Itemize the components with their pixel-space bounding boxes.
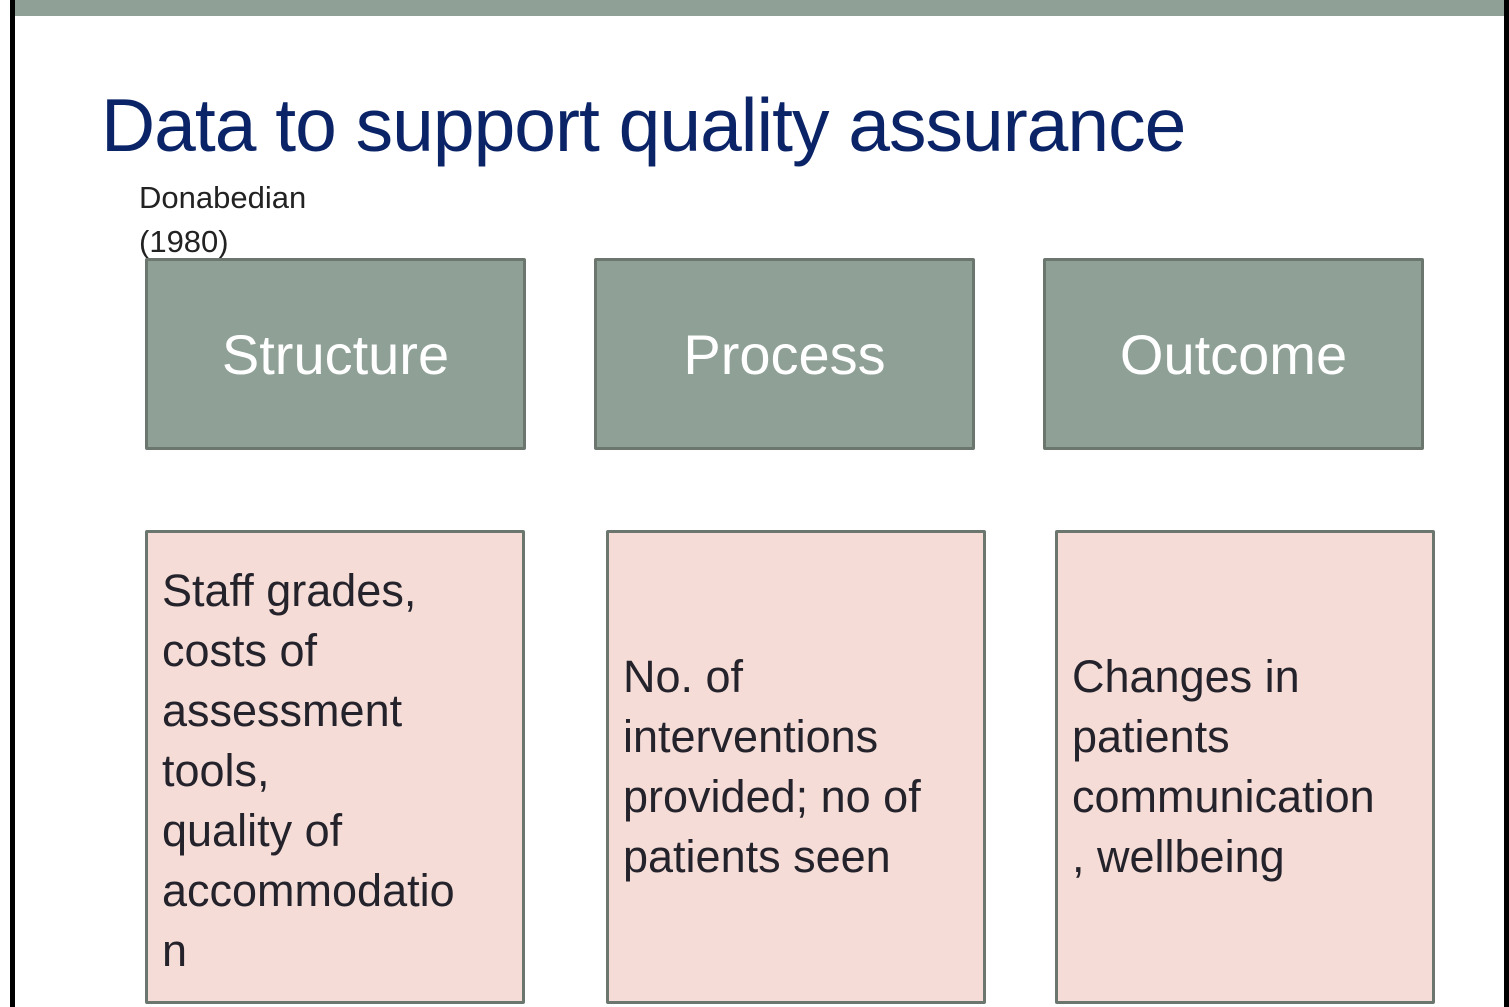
outcome-detail-box: Changes in patients communication , well… <box>1055 530 1435 1004</box>
citation-year: (1980) <box>139 224 229 259</box>
process-detail-box: No. of interventions provided; no of pat… <box>606 530 986 1004</box>
structure-detail-text: Staff grades, costs of assessment tools,… <box>162 565 455 976</box>
accent-bar <box>15 0 1504 16</box>
citation-author: Donabedian <box>139 180 307 215</box>
slide-left-border <box>10 0 15 1007</box>
structure-heading-box: Structure <box>145 258 526 450</box>
slide-right-border <box>1504 0 1509 1007</box>
slide-title: Data to support quality assurance <box>101 83 1186 167</box>
process-detail-text: No. of interventions provided; no of pat… <box>623 651 921 882</box>
citation: Donabedian (1980) <box>139 176 306 264</box>
outcome-detail-text: Changes in patients communication , well… <box>1072 651 1375 882</box>
structure-heading: Structure <box>221 322 450 386</box>
structure-detail-box: Staff grades, costs of assessment tools,… <box>145 530 525 1004</box>
outcome-heading: Outcome <box>1119 322 1348 386</box>
process-heading-box: Process <box>594 258 975 450</box>
process-heading: Process <box>683 322 886 386</box>
outcome-heading-box: Outcome <box>1043 258 1424 450</box>
